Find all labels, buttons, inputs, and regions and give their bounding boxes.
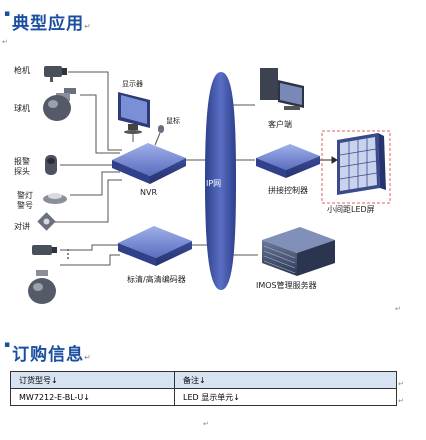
monitor-label: 显示器 (122, 80, 143, 88)
box-camera-icon (32, 245, 57, 255)
nvr-label: NVR (140, 188, 158, 197)
alarm-light-icon (43, 193, 67, 204)
table-row: MW7212-E-BL-U↓ LED 显示单元↓ (10, 388, 397, 406)
alarm-probe-icon (45, 155, 57, 175)
imos-server-label: IMOS管理服务器 (256, 281, 317, 290)
gun-camera-icon (44, 66, 67, 82)
cell-remark: LED 显示单元↓ (174, 388, 397, 406)
led-screen-icon (321, 130, 391, 204)
nvr-device-icon (112, 143, 186, 184)
header-remark: 备注↓ (174, 371, 397, 389)
order-info-title: ▪订购信息↵ (4, 340, 92, 365)
order-info-title-text: 订购信息 (12, 345, 85, 365)
alarm-probe-label: 报警 探头 (14, 157, 30, 176)
cell-model: MW7212-E-BL-U↓ (10, 388, 175, 406)
ip-network-label: IP网 (206, 179, 222, 188)
typical-application-title: ▪典型应用↵ (4, 9, 92, 34)
intercom-label: 对讲 (14, 222, 30, 231)
client-label: 客户端 (268, 120, 292, 129)
row-end-mark-2: ↵ (398, 397, 404, 405)
intercom-icon (37, 212, 56, 231)
imos-server-icon (262, 227, 335, 276)
network-diagram: 枪机 球机 报警 探头 警灯 警号 对讲 显示器 鼠标 NVR 标清/高清编码器… (0, 35, 426, 325)
ip-network-cloud (205, 72, 236, 290)
network-diagram-svg (28, 66, 391, 304)
led-screen-label: 小间距LED屏 (327, 205, 375, 214)
order-table-header-row: 订货型号↓ 备注↓ (10, 371, 397, 389)
encoder-label: 标清/高清编码器 (127, 275, 186, 284)
lower-dome-camera-icon (28, 270, 56, 304)
title-bullet: ▪ (4, 9, 12, 19)
dome-camera-icon (43, 88, 76, 121)
row-end-mark-1: ↵ (398, 380, 404, 388)
gun-camera-label: 枪机 (14, 66, 30, 75)
paragraph-mark: ↵ (84, 22, 92, 31)
paragraph-mark: ↵ (84, 353, 92, 362)
header-model: 订货型号↓ (10, 371, 175, 389)
line-mark: ↵ (2, 38, 8, 46)
alarm-light-label: 警灯 警号 (17, 191, 33, 210)
splicing-controller-label: 拼接控制器 (268, 186, 308, 195)
mouse-label: 鼠标 (166, 117, 180, 125)
dome-camera-label: 球机 (14, 104, 30, 113)
typical-application-title-text: 典型应用 (12, 14, 85, 34)
client-pc-icon (260, 68, 304, 110)
table-end-mark: ↵ (203, 420, 209, 428)
mouse-icon (158, 125, 164, 133)
encoder-device-icon (118, 226, 192, 266)
title-bullet: ▪ (4, 340, 12, 350)
diagram-end-mark: ↵ (395, 305, 401, 313)
monitor-icon (118, 92, 150, 134)
order-table: 订货型号↓ 备注↓ MW7212-E-BL-U↓ LED 显示单元↓ (10, 371, 397, 406)
splicing-controller-icon (256, 144, 320, 178)
